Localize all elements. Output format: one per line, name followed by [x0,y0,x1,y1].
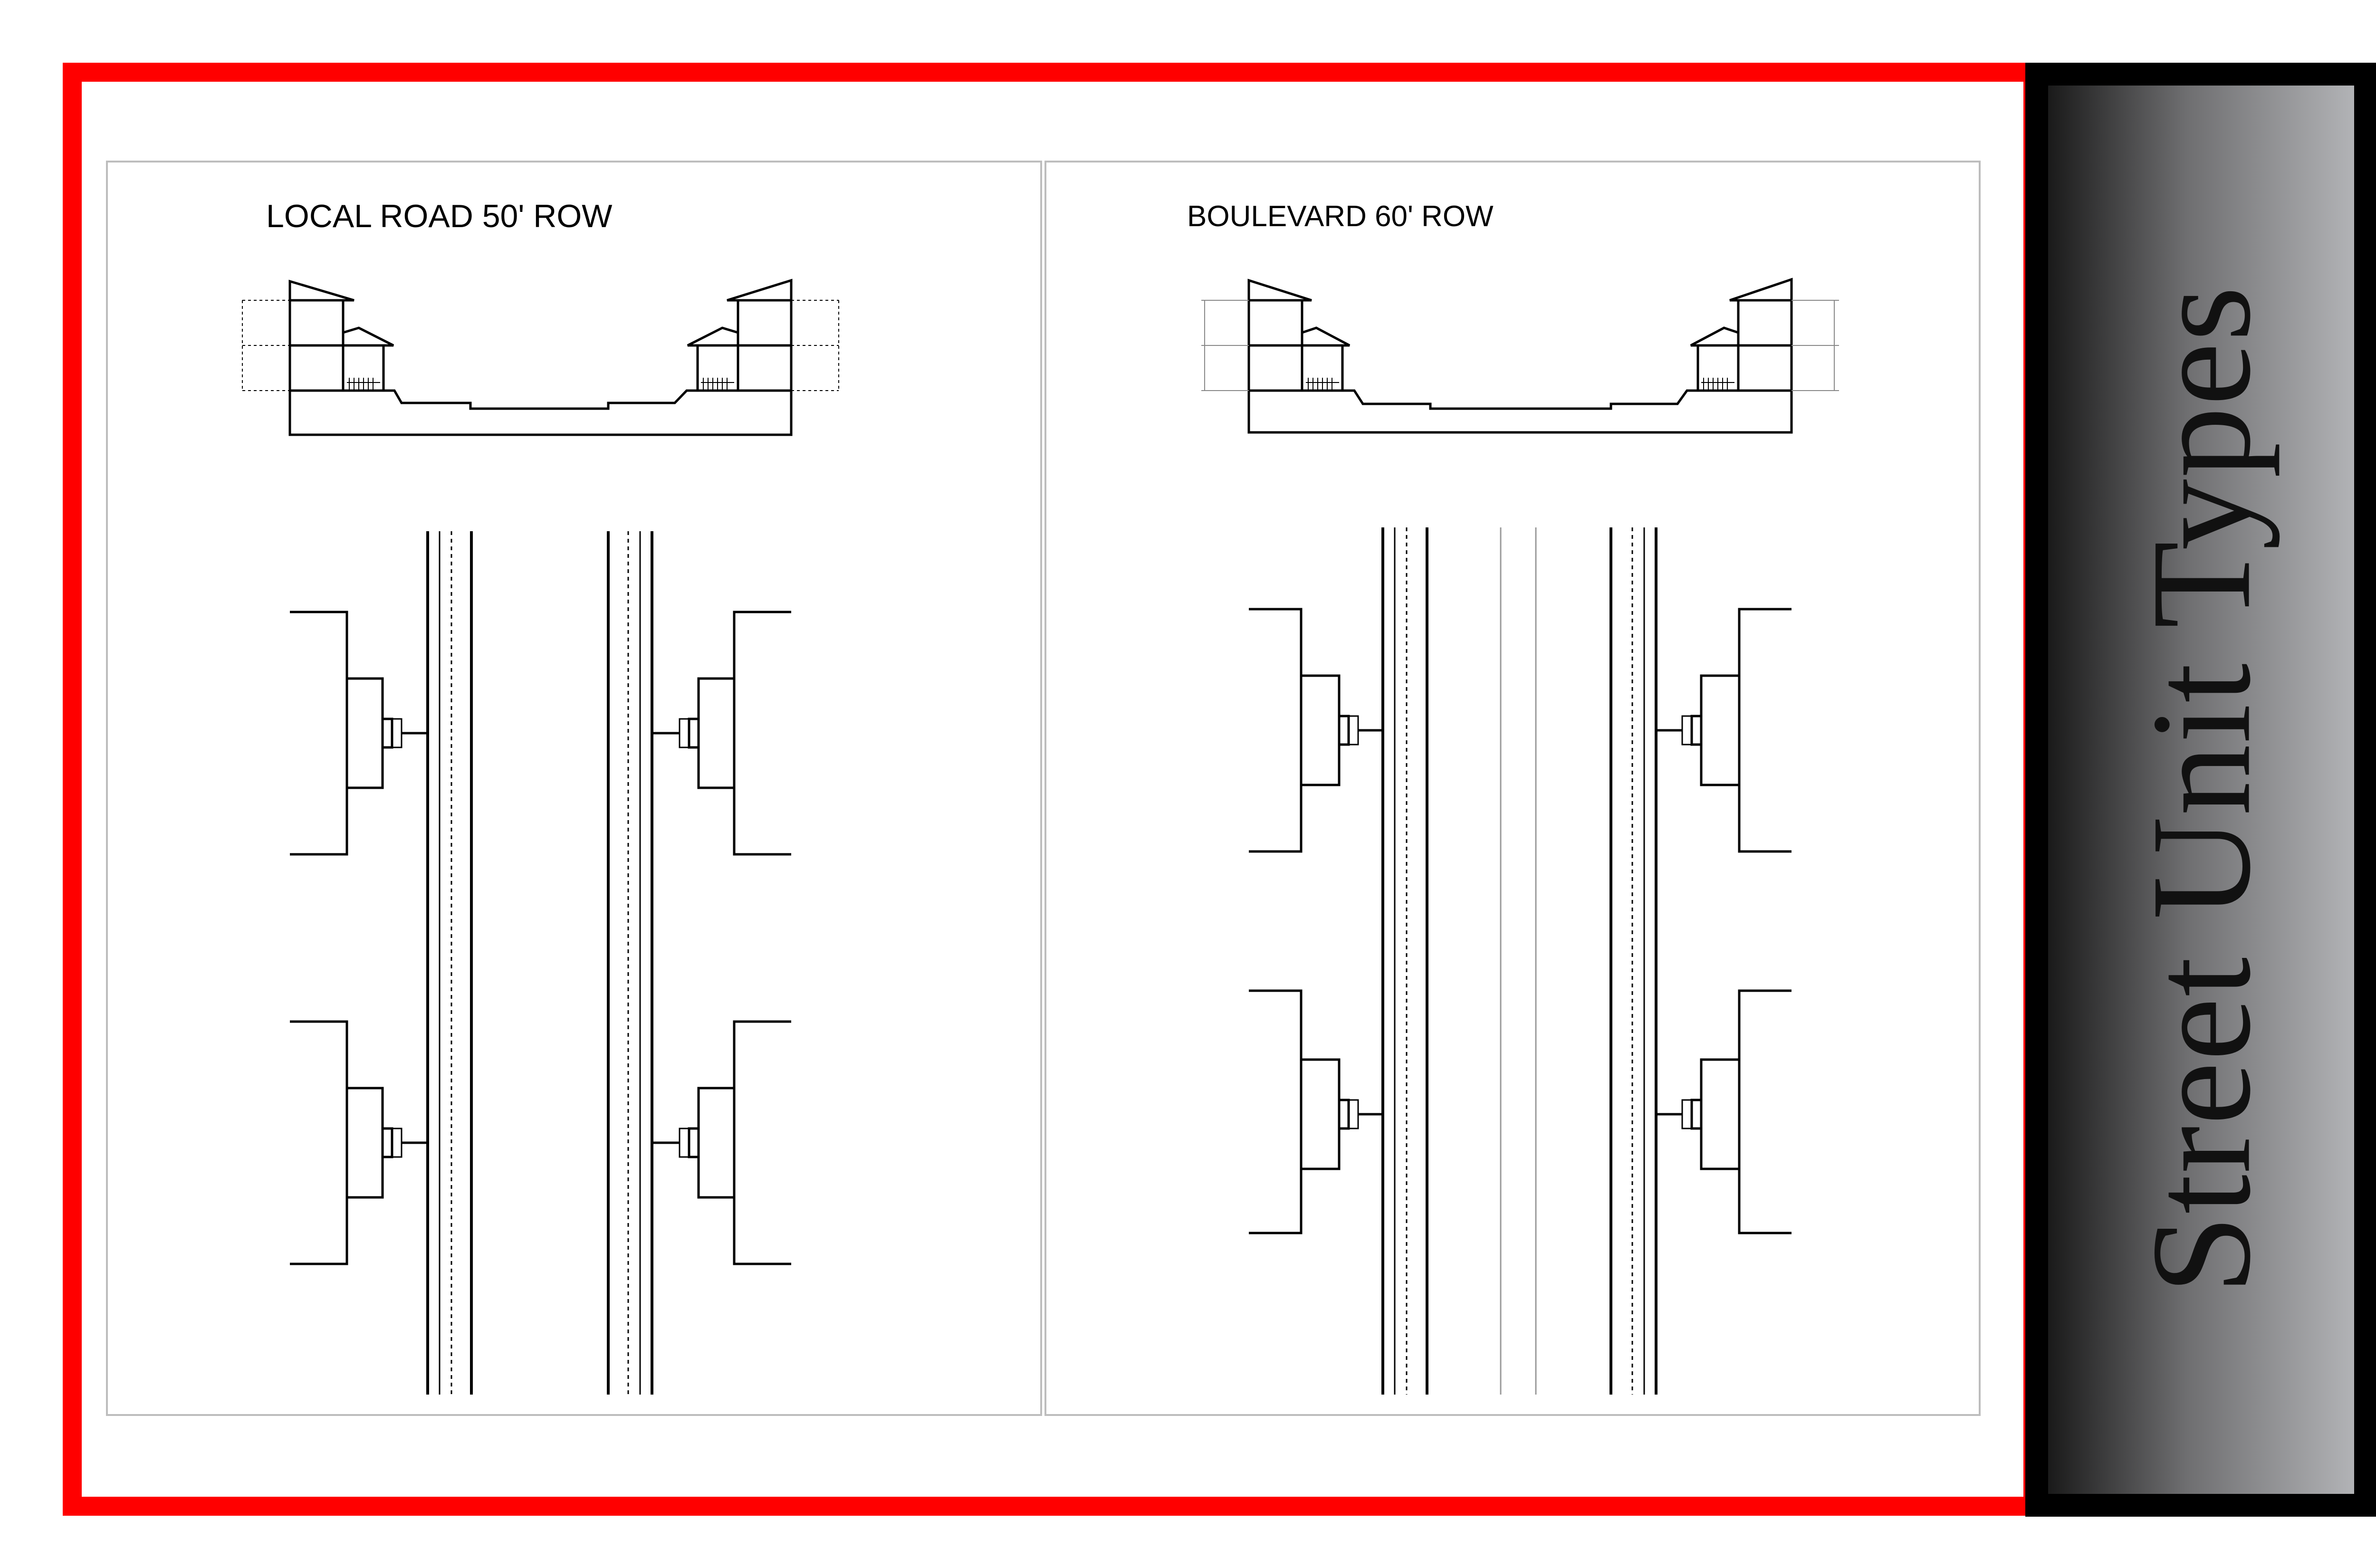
boulevard-median [1500,527,1537,1395]
street-section [1247,277,1793,434]
street-plan [426,531,653,1395]
section-dimensions [1201,300,1839,391]
panel-boulevard: BOULEVARD 60' ROW [1044,161,1981,1416]
panel-title: BOULEVARD 60' ROW [1187,200,1494,233]
street-section [288,278,793,436]
lot-plans [1249,608,1792,1234]
lot-plans [290,611,791,1265]
panel-border [1044,161,1981,1416]
panel-local-road: LOCAL ROAD 50' ROW [106,161,1042,1416]
red-frame [63,63,2025,1516]
title-bar: Street Unit Types [2025,63,2376,1517]
panel-border [106,161,1042,1416]
sheet-title: Street Unit Types [2122,285,2280,1294]
porch-hatch [1306,378,1734,390]
panel-title: LOCAL ROAD 50' ROW [266,198,612,234]
section-dimensions [242,300,839,391]
porch-hatch [347,378,734,390]
street-plan [1381,527,1657,1395]
drawing-canvas: LOCAL ROAD 50' ROW [63,63,2025,1516]
